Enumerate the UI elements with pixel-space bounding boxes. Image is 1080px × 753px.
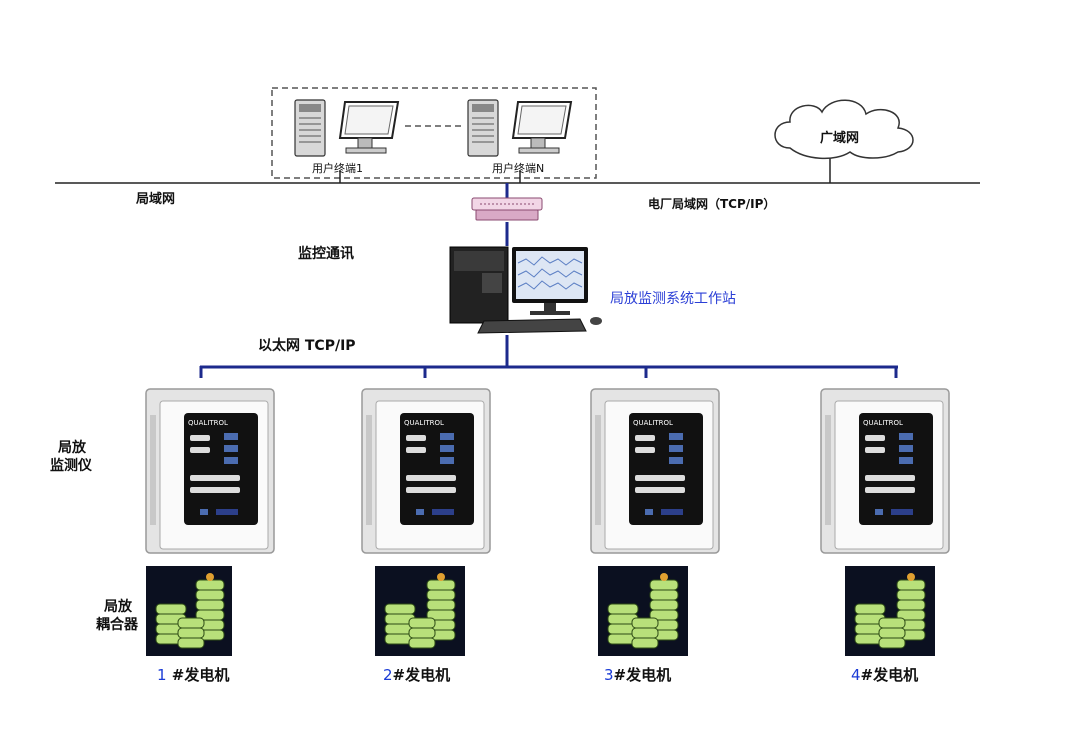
generator-label-1: 1 #发电机 bbox=[157, 664, 229, 685]
user-terminal-1-label: 用户终端1 bbox=[312, 162, 363, 175]
generator-suffix: #发电机 bbox=[613, 666, 672, 684]
workstation-icon bbox=[449, 246, 602, 334]
pd-monitor-2: QUALITROL bbox=[361, 388, 491, 554]
lan-label: 局域网 bbox=[136, 192, 176, 207]
generator-label-2: 2#发电机 bbox=[383, 664, 450, 685]
user-terminal-n-label: 用户终端N bbox=[492, 162, 545, 175]
pd-monitor-4: QUALITROL bbox=[820, 388, 950, 554]
plant-lan-label: 电厂局域网（TCP/IP） bbox=[648, 197, 776, 211]
wan-cloud-icon bbox=[774, 99, 914, 160]
device-brand: QUALITROL bbox=[633, 419, 673, 427]
pd-monitor-3: QUALITROL bbox=[590, 388, 720, 554]
generator-number: 4 bbox=[851, 666, 861, 684]
generator-label-4: 4#发电机 bbox=[851, 664, 918, 685]
network-switch-icon bbox=[471, 197, 543, 221]
ethernet-label: 以太网 TCP/IP bbox=[258, 338, 356, 354]
generator-suffix: #发电机 bbox=[860, 666, 919, 684]
monitor-side-label-line2: 监测仪 bbox=[50, 458, 92, 474]
generator-number: 1 bbox=[157, 666, 167, 684]
pd-coupler-3 bbox=[598, 566, 688, 656]
generator-suffix: #发电机 bbox=[166, 666, 230, 684]
generator-suffix: #发电机 bbox=[392, 666, 451, 684]
generator-number: 2 bbox=[383, 666, 393, 684]
pd-coupler-1 bbox=[146, 566, 232, 656]
monitor-comm-label: 监控通讯 bbox=[298, 246, 354, 262]
generator-label-3: 3#发电机 bbox=[604, 664, 671, 685]
user-terminal-group-box bbox=[271, 87, 597, 179]
device-brand: QUALITROL bbox=[188, 419, 228, 427]
coupler-side-label-line2: 耦合器 bbox=[96, 617, 138, 633]
pd-coupler-2 bbox=[375, 566, 465, 656]
wan-label: 广域网 bbox=[820, 131, 860, 146]
workstation-label: 局放监测系统工作站 bbox=[610, 291, 736, 307]
monitor-side-label-line1: 局放 bbox=[58, 440, 86, 456]
pd-monitor-1: QUALITROL bbox=[145, 388, 275, 554]
pd-coupler-4 bbox=[845, 566, 935, 656]
coupler-side-label-line1: 局放 bbox=[104, 599, 132, 615]
user-terminal-n-icon bbox=[467, 99, 573, 157]
generator-number: 3 bbox=[604, 666, 614, 684]
device-brand: QUALITROL bbox=[404, 419, 444, 427]
user-terminal-1-icon bbox=[294, 99, 400, 157]
device-brand: QUALITROL bbox=[863, 419, 903, 427]
